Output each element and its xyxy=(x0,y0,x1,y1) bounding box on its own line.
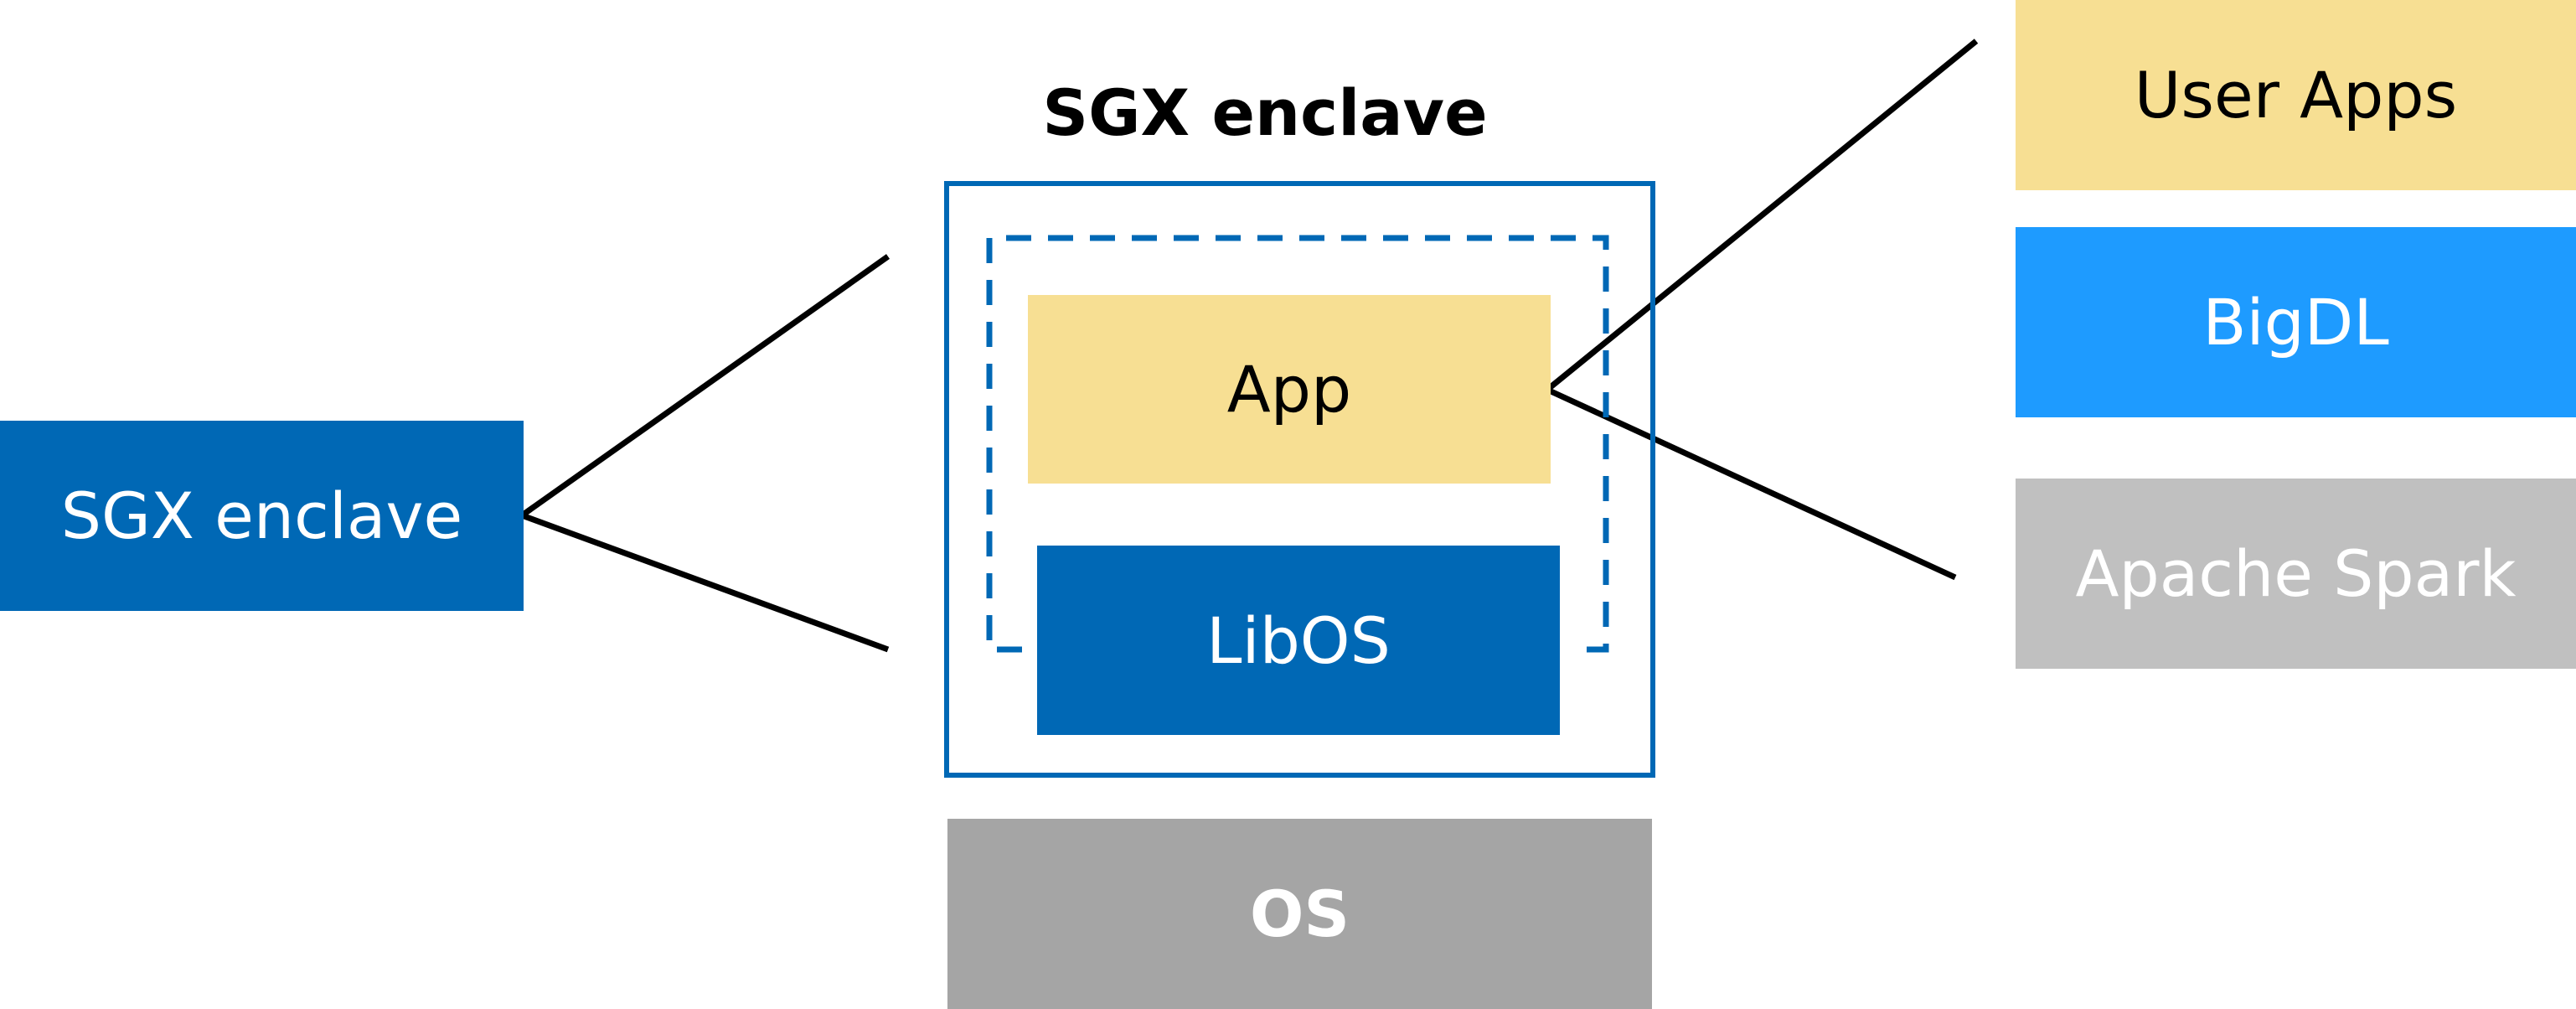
apache-spark-box: Apache Spark xyxy=(2016,479,2576,669)
enclave-title: SGX enclave xyxy=(1042,75,1488,150)
enclave-outer-frame xyxy=(944,181,1655,778)
app-box: App xyxy=(1028,295,1551,484)
os-box: OS xyxy=(947,819,1652,1009)
user-apps-label: User Apps xyxy=(2134,58,2458,132)
app-label: App xyxy=(1226,352,1352,427)
libos-label: LibOS xyxy=(1206,603,1391,678)
libos-box: LibOS xyxy=(1037,546,1560,735)
connector-left-upper xyxy=(519,254,891,518)
os-label: OS xyxy=(1249,877,1350,951)
apache-spark-label: Apache Spark xyxy=(2075,536,2517,611)
user-apps-box: User Apps xyxy=(2016,0,2576,190)
connector-left-lower xyxy=(520,512,890,653)
bigdl-label: BigDL xyxy=(2202,285,2389,360)
bigdl-box: BigDL xyxy=(2016,227,2576,417)
sgx-enclave-left-label: SGX enclave xyxy=(60,479,463,553)
sgx-enclave-box-left: SGX enclave xyxy=(0,421,524,611)
